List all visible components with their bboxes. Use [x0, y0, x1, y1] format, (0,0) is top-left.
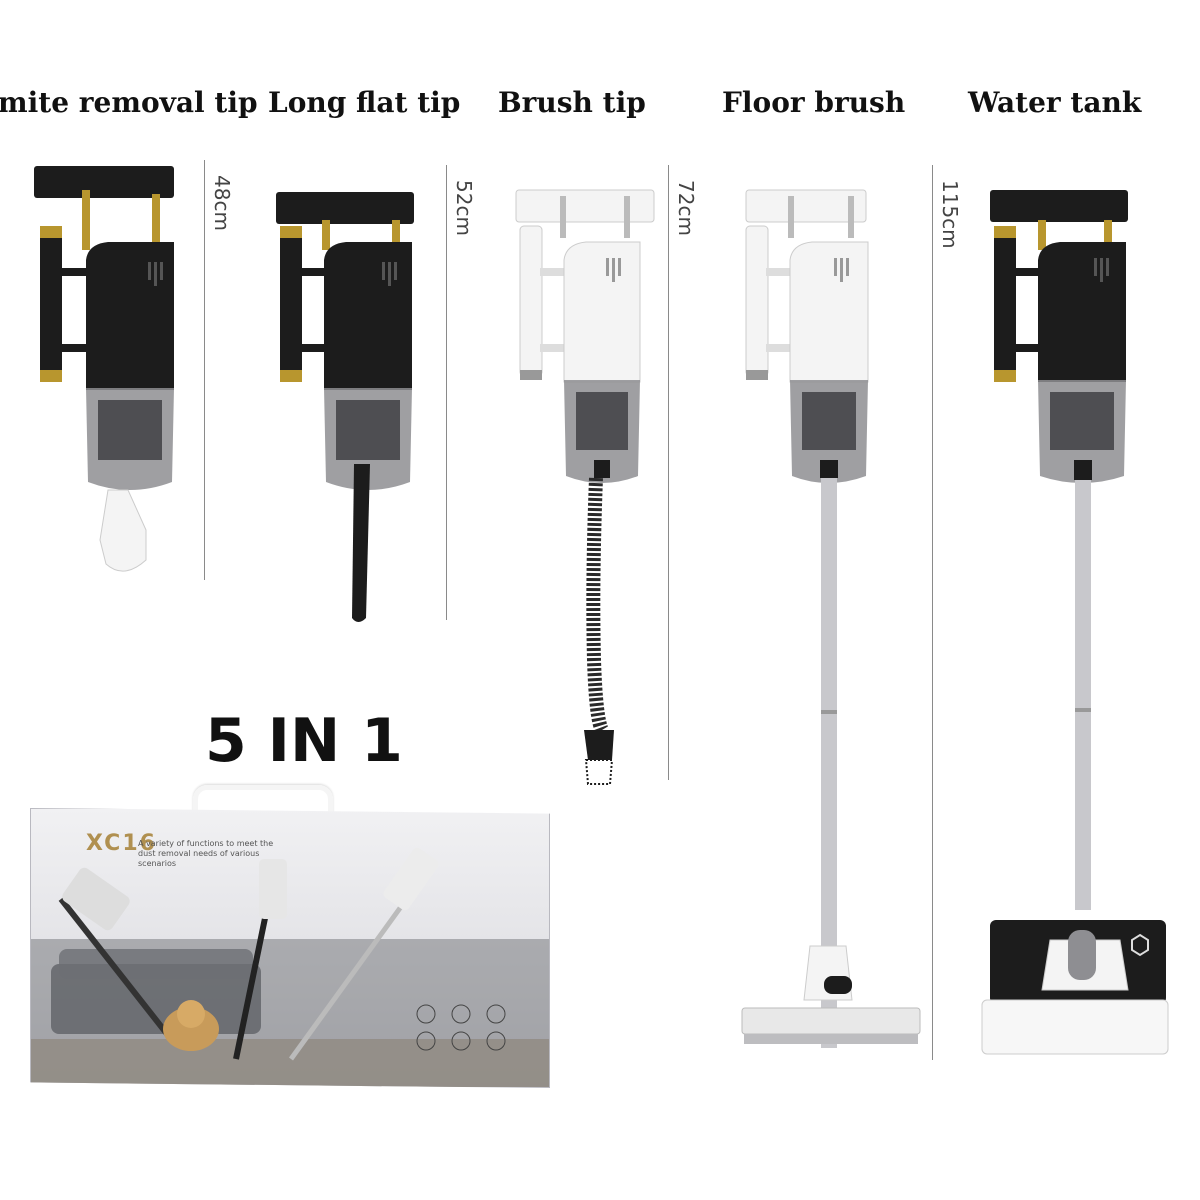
- label-floor-brush: Floor brush: [722, 86, 906, 119]
- headline-5-in-1: 5 IN 1: [205, 706, 403, 776]
- vacuum-long-flat-tip: [276, 192, 414, 622]
- vacuum-mite-removal-tip: [34, 166, 174, 572]
- dimension-mite: 48cm: [210, 175, 234, 231]
- vacuum-water-tank: [981, 190, 1169, 1055]
- box-living-room-scene: [31, 847, 549, 1087]
- label-mite-removal-tip: mite removal tip: [0, 86, 258, 119]
- box-handle: [193, 785, 333, 820]
- dimension-line-floor: [932, 165, 933, 1060]
- product-box: XC16 A variety of functions to meet the …: [30, 808, 550, 1088]
- dimension-flat: 52cm: [452, 180, 476, 236]
- dimension-brush: 72cm: [674, 180, 698, 236]
- dimension-line-flat: [446, 165, 447, 620]
- label-water-tank: Water tank: [968, 86, 1142, 119]
- box-model-name: XC16: [86, 831, 157, 856]
- vacuum-brush-tip: [515, 189, 655, 785]
- box-tagline: A variety of functions to meet the dust …: [138, 839, 274, 868]
- label-brush-tip: Brush tip: [498, 86, 646, 119]
- dimension-line-mite: [204, 160, 205, 580]
- dimension-line-brush: [668, 165, 669, 780]
- dimension-floor: 115cm: [938, 180, 962, 249]
- vacuum-floor-brush: [741, 189, 921, 1048]
- label-long-flat-tip: Long flat tip: [268, 86, 461, 119]
